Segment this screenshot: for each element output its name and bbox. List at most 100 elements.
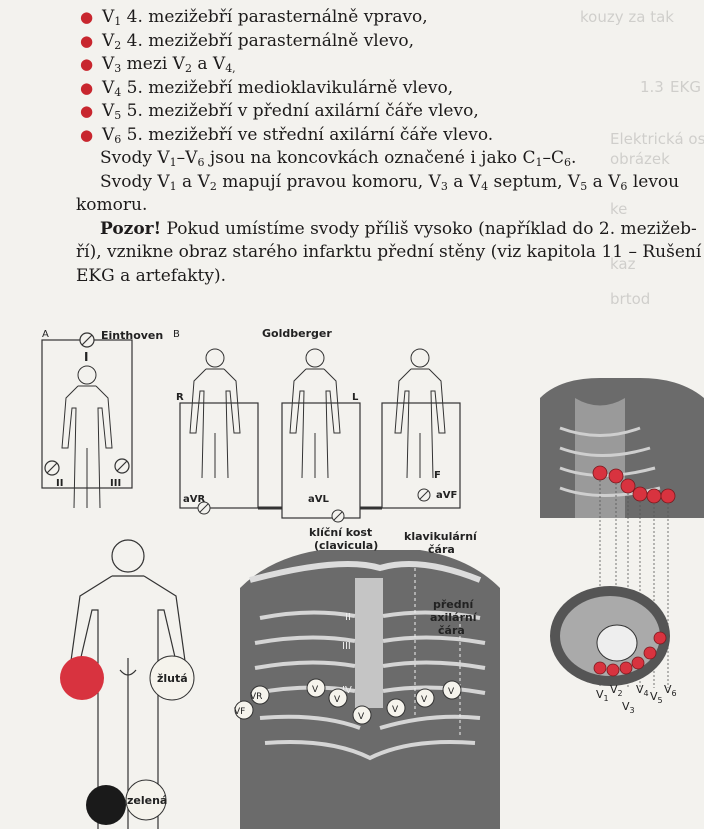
vf-label: VF — [234, 707, 245, 717]
chest-cross-section — [550, 586, 670, 686]
para-text: levou — [627, 172, 679, 192]
chest-v-label: V — [358, 712, 365, 722]
electrode-v6 — [654, 632, 666, 644]
lead-iii-label: III — [110, 478, 121, 489]
electrode-v5 — [644, 647, 656, 659]
electrode-v6 — [661, 489, 675, 503]
lead-subscript: 4, — [225, 62, 236, 75]
avf-label: aVF — [436, 490, 457, 501]
para-text: a V — [177, 172, 210, 192]
rib-iii-label: III — [342, 641, 351, 652]
para-sub: 2 — [210, 180, 217, 193]
heart-section — [597, 625, 637, 661]
bullet-icon: ● — [80, 53, 93, 77]
body-head-icon — [411, 349, 429, 367]
para-text: a V — [587, 172, 620, 192]
lead-text: 4. mezižebří parasternálně vlevo, — [121, 31, 414, 51]
r-label: R — [176, 392, 184, 403]
einthoven-label: Einthoven — [101, 329, 163, 342]
para-text: –C — [543, 148, 565, 168]
para-text: jsou na koncovkách označené i jako C — [204, 148, 535, 168]
goldberger-label: Goldberger — [262, 327, 332, 340]
axillary-line-label: přední — [433, 598, 474, 611]
electrode-v4 — [632, 657, 644, 669]
lead-item: ●V2 4. mezižebří parasternálně vlevo, — [76, 30, 676, 54]
chest-v-label: V — [334, 695, 341, 705]
electrode-v2 — [609, 469, 623, 483]
electrode-v4 — [633, 487, 647, 501]
bullet-icon: ● — [80, 100, 93, 124]
body-outline-icon — [290, 369, 340, 478]
electrode-red — [60, 656, 104, 700]
panel-a-label: A — [42, 329, 49, 340]
paragraph-warning-line: EKG a artefakty). — [76, 265, 676, 289]
electrode-v5 — [647, 489, 661, 503]
paragraph-leads-mapping: Svody V1 a V2 mapují pravou komoru, V3 a… — [76, 171, 676, 195]
lead-text: 5. mezižebří ve střední axilární čáře vl… — [121, 125, 493, 145]
bullet-icon: ● — [80, 6, 93, 30]
lead-i-label: I — [84, 350, 88, 364]
body-head-icon — [112, 540, 144, 572]
para-text: Svody V — [100, 172, 170, 192]
para-text: mapují pravou komoru, V — [217, 172, 441, 192]
bullet-icon: ● — [80, 124, 93, 148]
lead-item: ●V5 5. mezižebří v přední axilární čáře … — [76, 100, 676, 124]
v6-label: V6 — [664, 683, 677, 698]
chest-v-label: V — [312, 685, 319, 695]
body-head-icon — [206, 349, 224, 367]
warning-label: Pozor! — [100, 219, 161, 239]
bullet-icon: ● — [80, 77, 93, 101]
l-label: L — [352, 392, 359, 403]
body-head-icon — [78, 366, 96, 384]
chest-v-label: V — [392, 705, 399, 715]
bleed-line: brtod — [610, 290, 650, 308]
para-text: septum, V — [488, 172, 580, 192]
para-text: a V — [448, 172, 481, 192]
v4-label: V4 — [636, 683, 649, 698]
body-head-icon — [306, 349, 324, 367]
lead-text: mezi V — [121, 54, 185, 74]
v2-label: V2 — [610, 683, 623, 698]
lead-ii-label: II — [56, 478, 63, 489]
clavicular-line-label: čára — [428, 543, 455, 556]
para-sub: 6 — [564, 156, 571, 169]
lead-list: ●V1 4. mezižebří parasternálně vpravo, ●… — [76, 6, 676, 147]
electrode-v1 — [594, 662, 606, 674]
panel-b-label: B — [173, 329, 180, 340]
para-sub: 1 — [536, 156, 543, 169]
axillary-line-label: axilární — [430, 611, 478, 624]
chest-v-label: V — [421, 695, 428, 705]
v3-label: V3 — [622, 700, 635, 715]
clavicle-label: (clavicula) — [314, 539, 378, 552]
electrode-v3 — [620, 662, 632, 674]
para-text: . — [571, 148, 576, 168]
paragraph-leads-mapping-cont: komoru. — [76, 194, 676, 218]
lead-item: ●V4 5. mezižebří medioklavikulárně vlevo… — [76, 77, 676, 101]
clavicular-line-label: klavikulární — [404, 530, 478, 543]
lead-item: ●V1 4. mezižebří parasternálně vpravo, — [76, 6, 676, 30]
electrode-v2 — [607, 664, 619, 676]
sternum-shape — [355, 578, 383, 708]
vr-label: VR — [250, 692, 262, 702]
lead-subscript: 2 — [185, 62, 192, 75]
para-sub: 3 — [441, 180, 448, 193]
zluta-label: žlutá — [157, 672, 188, 685]
avl-label: aVL — [308, 494, 329, 505]
bullet-icon: ● — [80, 30, 93, 54]
body-outline-icon — [190, 369, 240, 478]
zelena-label: zelená — [127, 794, 167, 807]
chest-v-label: V — [448, 687, 455, 697]
lead-text: 5. mezižebří medioklavikulárně vlevo, — [121, 78, 453, 98]
v1-label: V1 — [596, 688, 609, 703]
axillary-line-label: čára — [438, 624, 465, 637]
f-label: F — [434, 470, 441, 481]
lead-text: 4. mezižebří parasternálně vpravo, — [121, 7, 427, 27]
lead-item: ●V3 mezi V2 a V4, — [76, 53, 676, 77]
paragraph-warning-line: ří), vznikne obraz starého infarktu před… — [76, 241, 676, 265]
avr-label: aVR — [183, 494, 205, 505]
paragraph-warning: Pozor! Pokud umístíme svody příliš vysok… — [76, 218, 676, 242]
lead-text: a V — [192, 54, 225, 74]
lead-item: ●V6 5. mezižebří ve střední axilární čář… — [76, 124, 676, 148]
electrode-v1 — [593, 466, 607, 480]
